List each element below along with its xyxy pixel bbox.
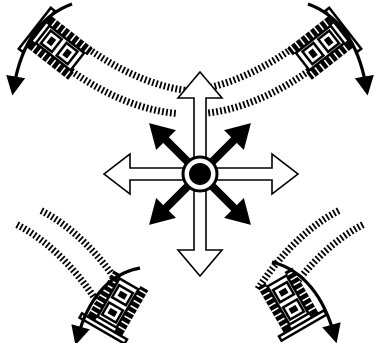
tracked-robot-icon xyxy=(252,264,326,340)
open-arrow-down xyxy=(178,190,222,276)
open-arrow-left xyxy=(104,154,184,194)
tracked-robot-icon xyxy=(284,8,362,85)
omnidirectional-target-icon xyxy=(183,157,217,191)
robot-bottom-left xyxy=(15,194,153,343)
open-arrow-right xyxy=(216,154,298,194)
robot-top-left xyxy=(14,4,195,139)
tracked-robot-icon xyxy=(19,8,97,85)
robot-bottom-right xyxy=(252,194,364,341)
robot-top-right xyxy=(185,4,366,139)
track-trail-top-left xyxy=(71,24,195,139)
